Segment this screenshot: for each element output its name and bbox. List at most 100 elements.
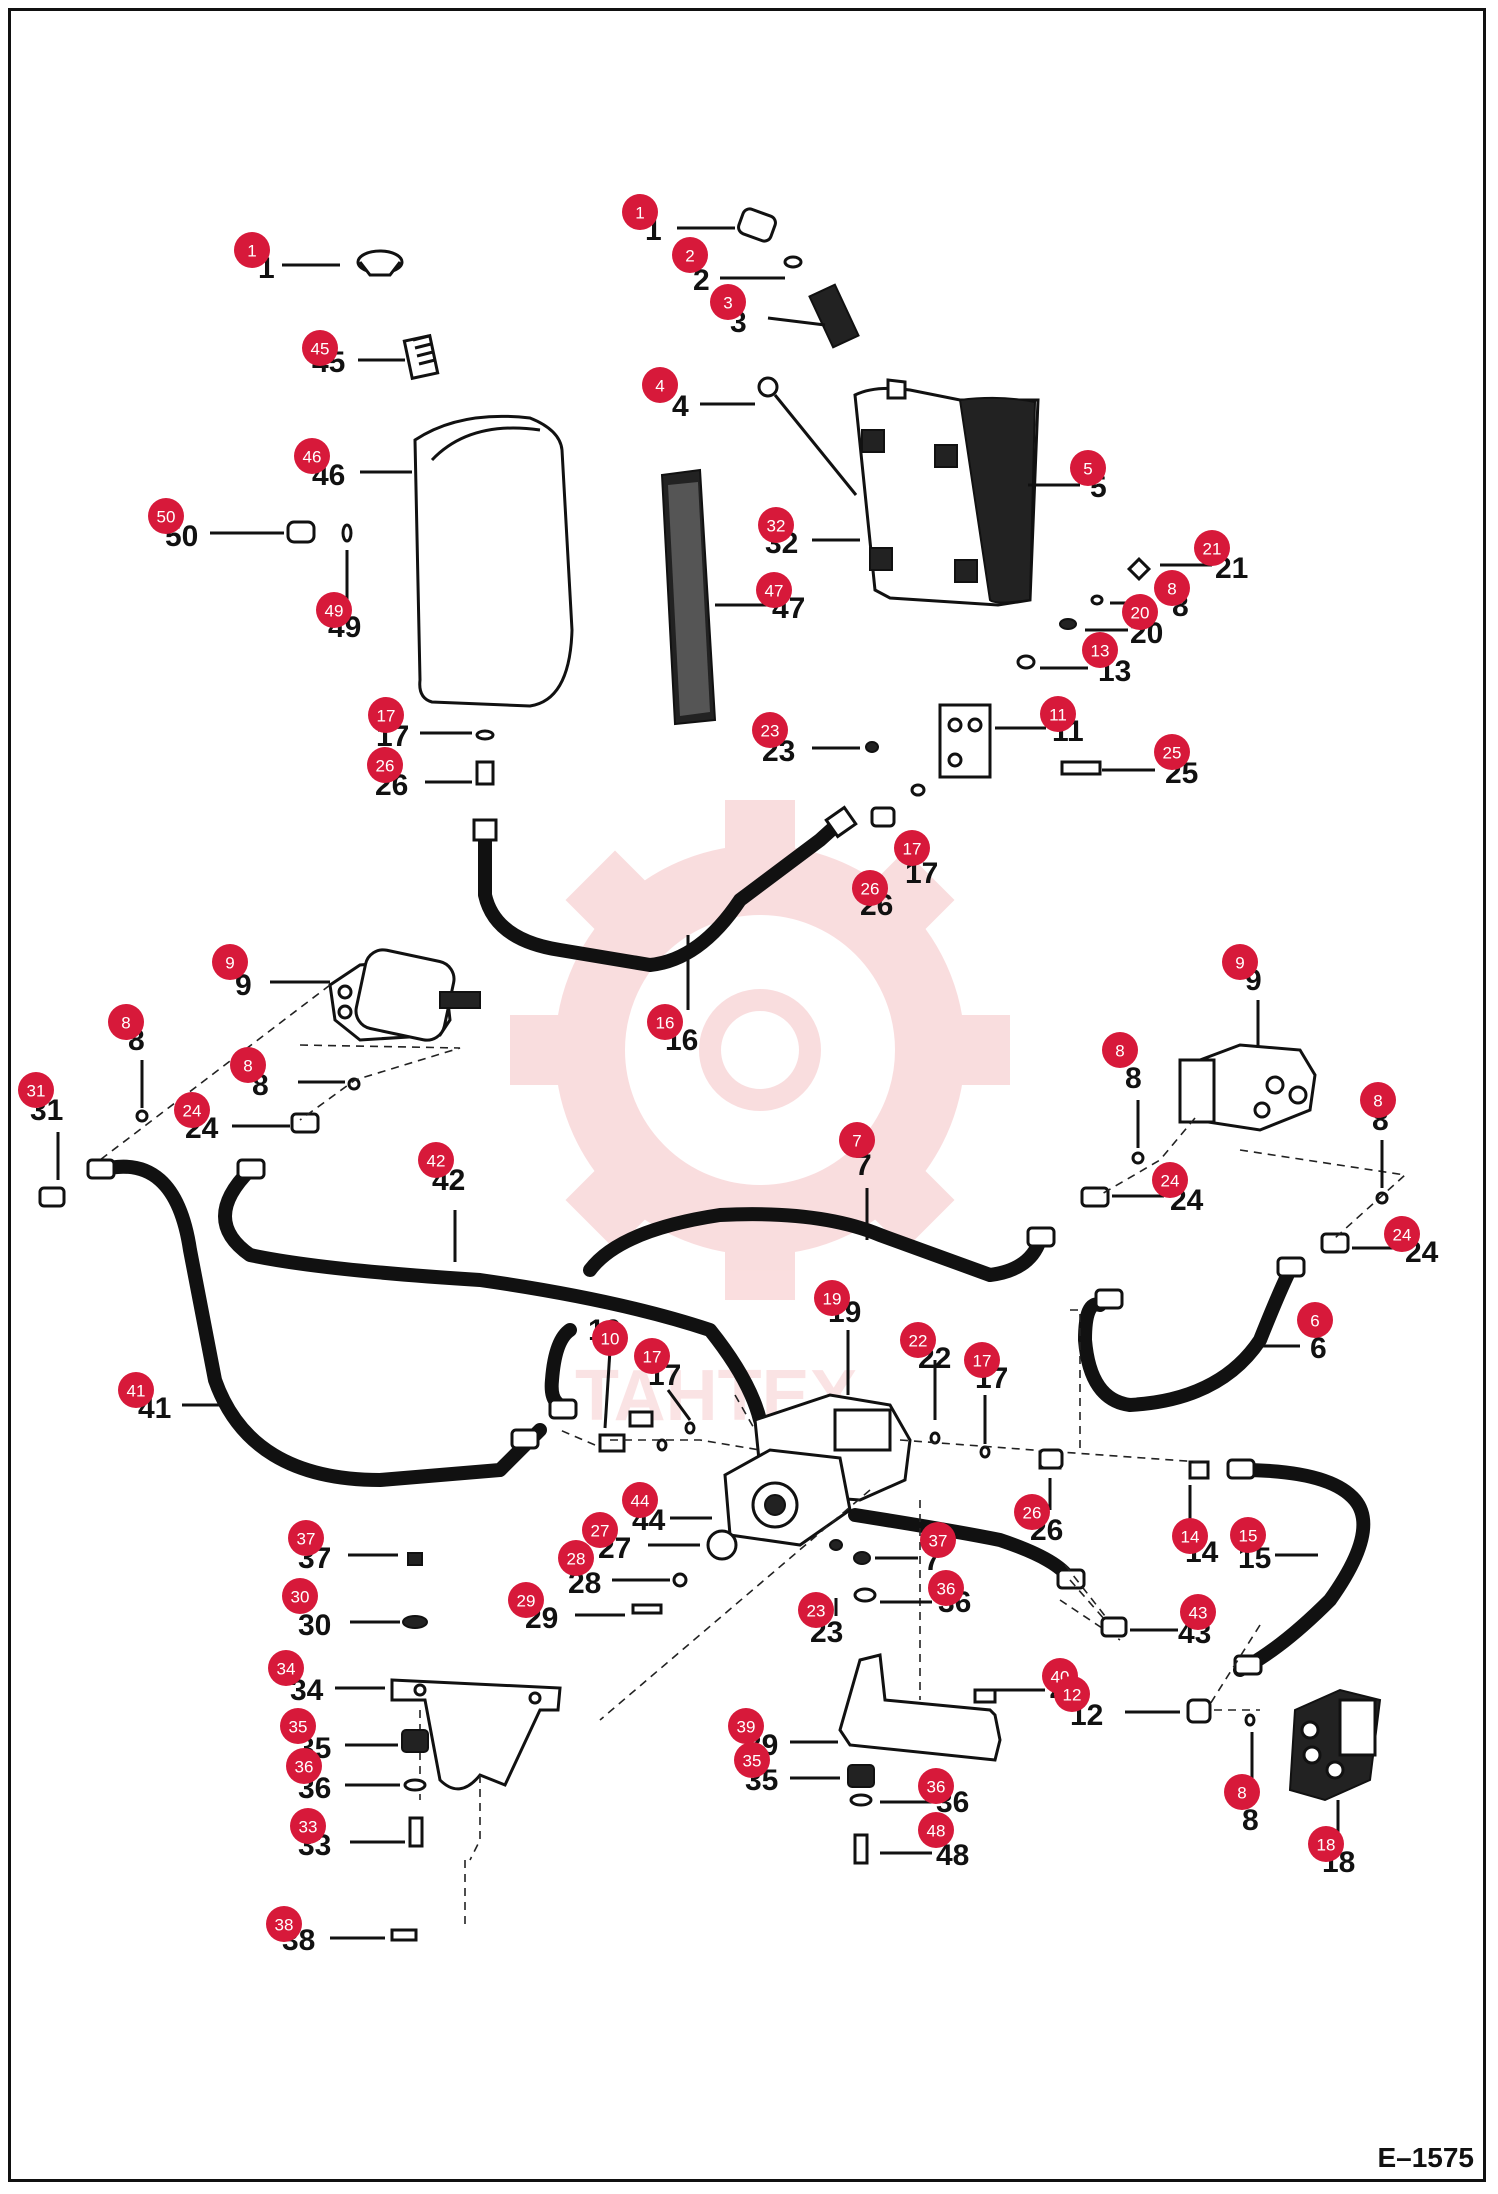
callout-badge-number: 26: [1023, 1504, 1042, 1523]
callout-badge-circle: [286, 1748, 322, 1784]
callout-badge: 14: [1172, 1518, 1208, 1554]
callout-badge-circle: [852, 870, 888, 906]
valve-18: [1288, 1688, 1382, 1802]
callout-badge-number: 47: [765, 582, 784, 601]
bracket-39: [829, 1539, 1002, 1865]
tank-46: [413, 414, 574, 708]
callout-badge: 20: [1122, 594, 1158, 630]
hose-37-short: [848, 1508, 1077, 1587]
reservoir-right: [737, 207, 1040, 607]
callout-badge-number: 2: [685, 247, 694, 266]
callout-badge-circle: [1172, 1518, 1208, 1554]
callout-badge: 17: [634, 1338, 670, 1374]
gasket-2: [783, 255, 803, 269]
strainer-45: [402, 333, 440, 381]
callout-badge: 47: [756, 572, 792, 608]
callout-badge: 43: [1180, 1594, 1216, 1630]
pump-19: [723, 1393, 912, 1547]
callout-badge-number: 21: [1203, 540, 1222, 559]
hose-7: [583, 1207, 1047, 1282]
callout-badge-circle: [642, 367, 678, 403]
callout-badge-number: 5: [1083, 460, 1092, 479]
callout-badge-number: 36: [927, 1778, 946, 1797]
callout-badge-number: 9: [225, 954, 234, 973]
callout-badge-circle: [758, 507, 794, 543]
callout-badge-circle: [1230, 1517, 1266, 1553]
callout-badge-circle: [918, 1768, 954, 1804]
callout-badge-circle: [900, 1322, 936, 1358]
svg-text:8: 8: [1242, 1804, 1259, 1837]
callout-badge-circle: [118, 1372, 154, 1408]
callout-badge-circle: [728, 1708, 764, 1744]
callout-badge-circle: [1040, 696, 1076, 732]
callout-badge: 42: [418, 1142, 454, 1178]
callout-badge-circle: [230, 1047, 266, 1083]
callout-badge-circle: [839, 1122, 875, 1158]
svg-text:2: 2: [693, 264, 710, 297]
callout-badge-number: 8: [121, 1014, 130, 1033]
fitting-10: [598, 1433, 626, 1453]
valve-block-11: [938, 703, 992, 779]
callout-badge-number: 39: [737, 1718, 756, 1737]
callout-badge: 17: [894, 830, 930, 866]
motor-9-right: [1178, 1043, 1317, 1132]
callout-badge-number: 36: [937, 1580, 956, 1599]
hose-42: [218, 1163, 767, 1427]
callout-badge-circle: [508, 1582, 544, 1618]
callout-badge-circle: [1070, 450, 1106, 486]
hose-41: [93, 1159, 547, 1487]
motor-9-left: [328, 948, 481, 1042]
bracket-34: [390, 1552, 562, 1942]
callout-badge: 23: [752, 712, 788, 748]
o-ring-8-d: [1375, 1191, 1389, 1205]
callout-badge-number: 9: [1235, 954, 1244, 973]
callout-badge: 36: [286, 1748, 322, 1784]
callout-badge-circle: [918, 1812, 954, 1848]
callout-badge-circle: [1194, 530, 1230, 566]
callout-badge-circle: [964, 1342, 1000, 1378]
callout-badge: 45: [302, 330, 338, 366]
callout-badge-number: 38: [275, 1916, 294, 1935]
manifold-11: [865, 556, 1152, 828]
callout-badge-number: 35: [289, 1718, 308, 1737]
callout-badge-circle: [290, 1808, 326, 1844]
callout-badge-number: 33: [299, 1818, 318, 1837]
callout-badge: 8: [1154, 570, 1190, 606]
callout-badge-number: 13: [1091, 642, 1110, 661]
callout-badge-circle: [1384, 1216, 1420, 1252]
fitting-26-left: [475, 760, 495, 786]
callout-badge-number: 17: [903, 840, 922, 859]
callout-badge-number: 29: [517, 1592, 536, 1611]
callout-badge: 18: [1308, 1826, 1344, 1862]
callout-badge-circle: [368, 697, 404, 733]
callout-badge-number: 8: [1373, 1092, 1382, 1111]
reservoir-left: [286, 249, 717, 786]
callout-badge-number: 43: [1189, 1604, 1208, 1623]
callout-badge-circle: [294, 438, 330, 474]
callout-badge-number: 25: [1163, 744, 1182, 763]
callout-badge-circle: [1014, 1494, 1050, 1530]
callout-badge: 27: [582, 1512, 618, 1548]
callout-badge: 7: [839, 1122, 875, 1158]
callout-badge-circle: [1222, 944, 1258, 980]
callout-badge: 1: [234, 232, 270, 268]
callout-badge-circle: [1152, 1162, 1188, 1198]
callout-badge: 39: [728, 1708, 764, 1744]
callout-badge-number: 17: [377, 707, 396, 726]
callout-badge: 16: [647, 1004, 683, 1040]
fitting-50: [286, 520, 316, 544]
o-ring-8-a: [135, 1109, 149, 1123]
callout-badge: 9: [212, 944, 248, 980]
callout-badge: 21: [1194, 530, 1230, 566]
coupler-44: [706, 1529, 738, 1561]
callout-badge: 17: [368, 697, 404, 733]
callout-badge-circle: [647, 1004, 683, 1040]
callout-badge: 8: [108, 1004, 144, 1040]
callout-badge-number: 42: [427, 1152, 446, 1171]
callout-badge-number: 17: [973, 1352, 992, 1371]
callout-badge-circle: [1360, 1082, 1396, 1118]
callout-badge-number: 6: [1310, 1312, 1319, 1331]
callout-badge-number: 48: [927, 1822, 946, 1841]
filler-cap-right: [737, 207, 777, 243]
callout-badge-number: 46: [303, 448, 322, 467]
